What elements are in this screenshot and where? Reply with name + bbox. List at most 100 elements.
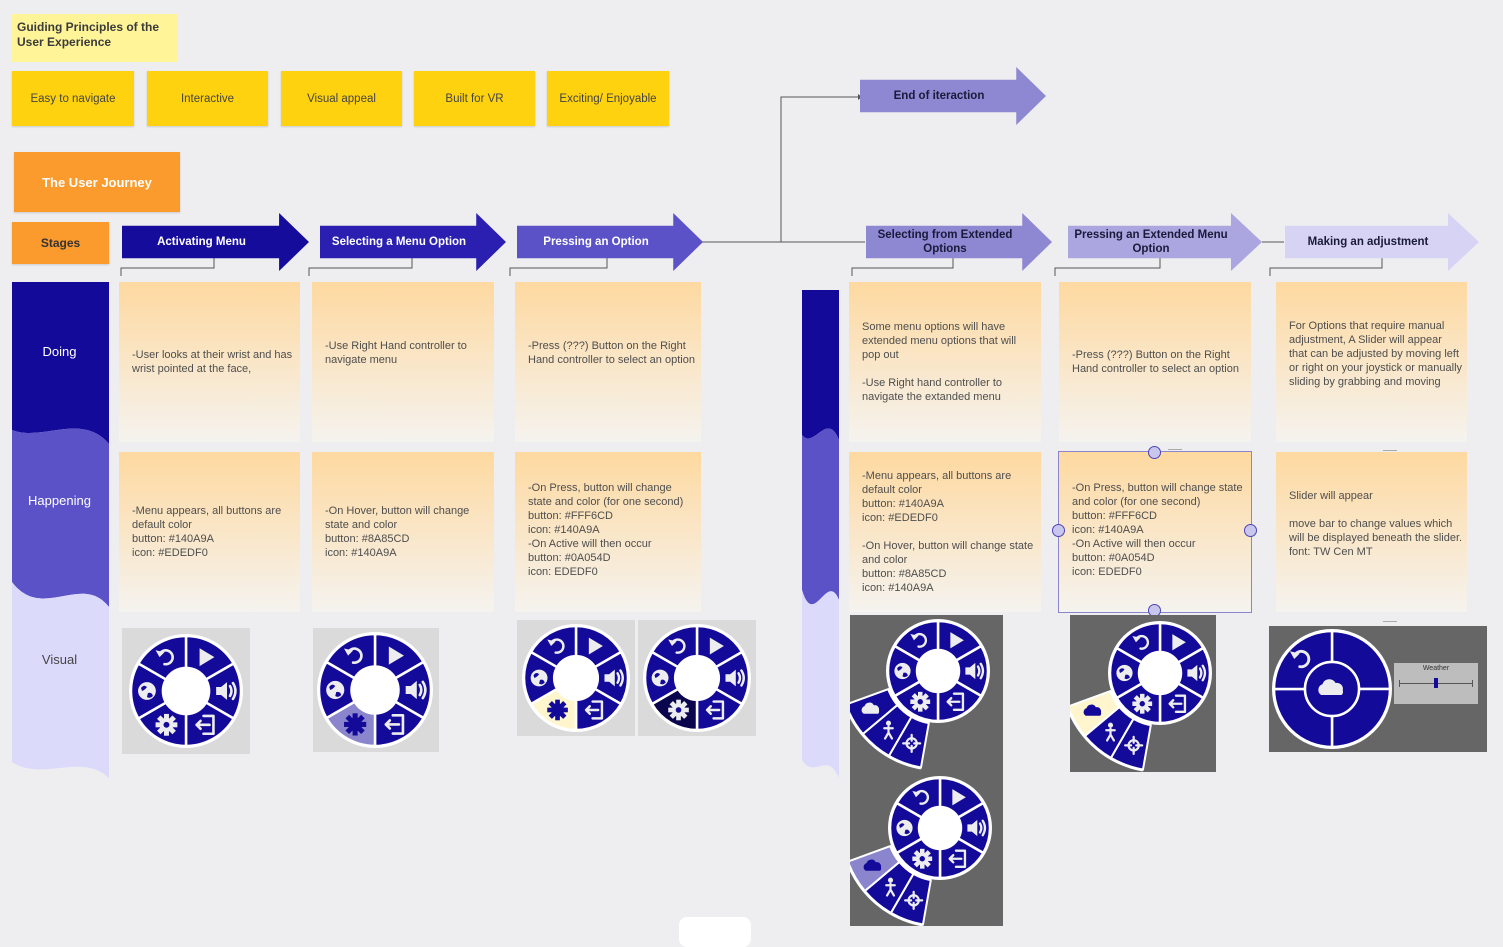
speaker-icon — [725, 669, 745, 687]
extended-segment-person — [863, 860, 915, 915]
speaker-icon — [216, 681, 237, 701]
happening-card: -Menu appears, all buttons are default c… — [119, 452, 300, 612]
doing-card: Some menu options will have extended men… — [849, 282, 1041, 442]
play-icon — [950, 632, 964, 649]
crosshair-icon — [902, 733, 922, 753]
visual-image — [313, 628, 439, 752]
exit-icon — [948, 849, 967, 869]
play-icon — [952, 789, 966, 806]
person-icon — [1105, 722, 1116, 742]
speaker-icon — [1187, 664, 1207, 682]
row-label-visual: Visual — [41, 652, 78, 667]
wheel-center — [675, 656, 719, 700]
principle-note: Easy to navigate — [12, 71, 134, 126]
wheel-center — [162, 667, 210, 715]
connector-tick — [1383, 450, 1397, 451]
row-label-doing: Doing — [42, 344, 77, 359]
doing-card: For Options that require manual adjustme… — [1276, 282, 1467, 442]
extended-segment-crosshair — [889, 872, 932, 926]
crosshair-icon — [1124, 735, 1144, 755]
gear-icon — [1132, 693, 1153, 714]
swimlane-band-right — [802, 290, 839, 778]
wheel-center — [917, 650, 959, 692]
row-label-happening: Happening — [28, 493, 91, 508]
crosshair-icon — [904, 890, 924, 910]
doing-card: -Use Right Hand controller to navigate m… — [312, 282, 494, 442]
visual-image — [638, 620, 756, 736]
back-arrow-icon — [668, 638, 686, 654]
speaker-icon — [967, 819, 987, 837]
cloud-icon — [863, 859, 882, 871]
happening-card: -On Press, button will change state and … — [515, 452, 701, 612]
back-arrow-icon — [1289, 649, 1311, 669]
doing-card: -User looks at their wrist and has wrist… — [119, 282, 300, 442]
visual-image — [1070, 615, 1216, 772]
principle-note: Visual appeal — [281, 71, 402, 126]
exit-icon — [1168, 694, 1187, 714]
cloud-icon — [861, 702, 880, 714]
play-icon — [1172, 634, 1186, 651]
speaker-icon — [965, 662, 985, 680]
gear-icon — [668, 699, 689, 721]
globe-icon — [896, 819, 913, 837]
globe-icon — [530, 669, 548, 687]
wheel-center — [351, 666, 399, 714]
visual-image — [122, 628, 250, 754]
swimlane-band — [12, 282, 109, 778]
globe-icon — [894, 662, 911, 680]
happening-card: Slider will appear move bar to change va… — [1276, 452, 1467, 612]
speaker-icon — [604, 669, 624, 687]
happening-card-selected[interactable]: -On Press, button will change state and … — [1058, 451, 1252, 613]
gear-icon — [155, 713, 178, 736]
principle-note: Exciting/ Enjoyable — [547, 71, 669, 126]
back-arrow-icon — [344, 647, 363, 665]
connector-tick — [1383, 621, 1397, 622]
speaker-icon — [405, 680, 427, 700]
slider-label: Weather — [1422, 665, 1450, 672]
visual-image — [850, 615, 1003, 926]
back-arrow-icon — [547, 638, 565, 654]
gear-icon — [910, 691, 931, 712]
connector-tick — [1168, 449, 1182, 450]
resize-handle[interactable] — [1148, 446, 1161, 459]
extended-segment-crosshair — [1109, 717, 1152, 771]
exit-icon — [705, 700, 725, 720]
stages-label: Stages — [12, 222, 109, 264]
wheel-center — [554, 656, 598, 700]
happening-card: -Menu appears, all buttons are default c… — [849, 452, 1041, 612]
globe-icon — [138, 682, 156, 700]
bottom-tab[interactable] — [679, 917, 751, 947]
resize-handle[interactable] — [1244, 524, 1257, 537]
doing-card: -Press (???) Button on the Right Hand co… — [515, 282, 701, 442]
resize-handle[interactable] — [1052, 524, 1065, 537]
extended-segment-crosshair — [887, 715, 930, 769]
play-icon — [588, 637, 603, 655]
play-icon — [709, 637, 724, 655]
globe-icon — [651, 669, 669, 687]
exit-icon — [946, 692, 965, 712]
gear-icon — [912, 848, 933, 869]
weather-slider-panel: Weather — [1394, 663, 1478, 704]
back-arrow-icon — [910, 632, 927, 648]
person-icon — [885, 877, 896, 897]
journey-title: The User Journey — [14, 152, 180, 212]
cloud-icon — [1083, 704, 1102, 716]
slider-thumb[interactable] — [1434, 678, 1438, 688]
happening-card: -On Hover, button will change state and … — [312, 452, 494, 612]
slider-tick — [1472, 680, 1473, 687]
gear-icon — [344, 713, 367, 736]
slider-tick — [1399, 680, 1400, 687]
wheel-center — [919, 807, 961, 849]
exit-icon — [384, 714, 405, 735]
cloud-icon — [1318, 679, 1344, 695]
exit-icon — [584, 700, 604, 720]
principle-note: Interactive — [147, 71, 268, 126]
visual-image: Weather — [1269, 626, 1487, 752]
gear-icon — [547, 699, 568, 721]
play-icon — [199, 648, 215, 667]
globe-icon — [1116, 664, 1133, 682]
principles-title: Guiding Principles of the User Experienc… — [12, 14, 178, 62]
back-arrow-icon — [912, 789, 929, 805]
back-arrow-icon — [1132, 634, 1149, 650]
